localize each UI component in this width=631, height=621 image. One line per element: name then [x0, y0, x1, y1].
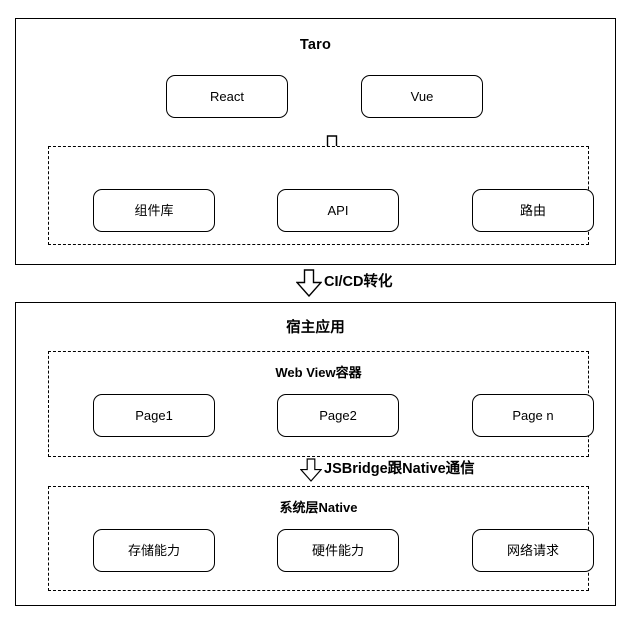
node-page-n[interactable]: Page n	[472, 394, 594, 437]
node-network-request[interactable]: 网络请求	[472, 529, 594, 572]
node-router[interactable]: 路由	[472, 189, 594, 232]
connector-cicd: CI/CD转化	[296, 267, 392, 299]
node-label: 组件库	[134, 203, 174, 218]
node-label: 路由	[519, 203, 546, 218]
node-page1[interactable]: Page1	[93, 394, 215, 437]
group-webview-container: Web View容器 Page1 Page2 Page n	[48, 351, 594, 457]
node-page2[interactable]: Page2	[277, 394, 399, 437]
group-system-native: 系统层Native 存储能力 硬件能力 网络请求	[48, 486, 594, 591]
section-title-taro: Taro	[299, 37, 332, 53]
node-hardware-capability[interactable]: 硬件能力	[277, 529, 399, 572]
section-title-host-app: 宿主应用	[286, 320, 345, 336]
node-storage-capability[interactable]: 存储能力	[93, 529, 215, 572]
down-block-arrow-icon	[296, 269, 322, 297]
node-label: React	[210, 89, 244, 104]
node-label: 硬件能力	[311, 543, 364, 558]
node-label: Page1	[135, 408, 173, 423]
section-host-app: 宿主应用 Web View容器 Page1 Page2 Page n 系统层Na…	[15, 302, 616, 606]
node-label: Vue	[410, 89, 434, 104]
connector-label-jsbridge: JSBridge跟Native通信	[324, 460, 475, 477]
node-component-library[interactable]: 组件库	[93, 189, 215, 232]
node-label: Page2	[319, 408, 357, 423]
connector-label-cicd: CI/CD转化	[324, 273, 393, 290]
node-react[interactable]: React	[166, 75, 288, 118]
node-api[interactable]: API	[277, 189, 399, 232]
group-title-webview: Web View容器	[275, 365, 362, 380]
node-vue[interactable]: Vue	[361, 75, 483, 118]
section-taro: Taro React Vue 组件库 API 路由	[15, 18, 616, 265]
node-label: API	[327, 203, 349, 218]
down-block-arrow-icon	[300, 457, 322, 483]
node-label: 存储能力	[127, 543, 180, 558]
group-title-system-native: 系统层Native	[279, 500, 358, 515]
node-label: Page n	[512, 408, 554, 423]
group-taro-core: 组件库 API 路由	[48, 146, 594, 245]
node-label: 网络请求	[506, 543, 559, 558]
connector-jsbridge: JSBridge跟Native通信	[300, 456, 475, 484]
